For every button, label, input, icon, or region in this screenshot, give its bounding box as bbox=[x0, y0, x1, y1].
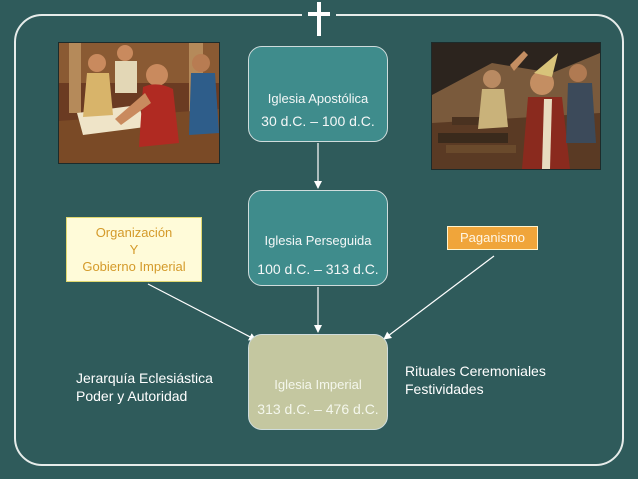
node-dates: 30 d.C. – 100 d.C. bbox=[261, 113, 375, 129]
node-dates: 313 d.C. – 476 d.C. bbox=[257, 401, 379, 417]
pagan-ritual-illustration bbox=[431, 42, 601, 170]
result-line: Jerarquía Eclesiástica bbox=[76, 370, 213, 386]
arrow-paganismo-to-imperial bbox=[383, 255, 495, 340]
influence-paganismo: Paganismo bbox=[447, 226, 538, 250]
influence-line: Organización bbox=[95, 225, 173, 240]
result-line: Festividades bbox=[405, 381, 484, 397]
influence-line: Y bbox=[129, 242, 139, 257]
result-line: Poder y Autoridad bbox=[76, 388, 188, 404]
node-iglesia-perseguida: Iglesia Perseguida 100 d.C. – 313 d.C. bbox=[248, 190, 388, 286]
node-title: Iglesia Apostólica bbox=[267, 91, 369, 106]
influence-organizacion: Organización Y Gobierno Imperial bbox=[66, 217, 202, 282]
node-iglesia-imperial: Iglesia Imperial 313 d.C. – 476 d.C. bbox=[248, 334, 388, 430]
node-dates: 100 d.C. – 313 d.C. bbox=[257, 261, 379, 277]
node-iglesia-apostolica: Iglesia Apostólica 30 d.C. – 100 d.C. bbox=[248, 46, 388, 142]
result-line: Rituales Ceremoniales bbox=[405, 363, 546, 379]
arrow-organizacion-to-imperial bbox=[147, 283, 257, 341]
result-left: Jerarquía Eclesiástica Poder y Autoridad bbox=[76, 369, 213, 405]
result-right: Rituales Ceremoniales Festividades bbox=[405, 362, 546, 398]
roman-official-illustration bbox=[58, 42, 220, 164]
node-title: Iglesia Perseguida bbox=[264, 233, 372, 248]
cross-icon bbox=[302, 0, 336, 38]
node-title: Iglesia Imperial bbox=[274, 377, 362, 392]
influence-line: Gobierno Imperial bbox=[82, 259, 186, 274]
